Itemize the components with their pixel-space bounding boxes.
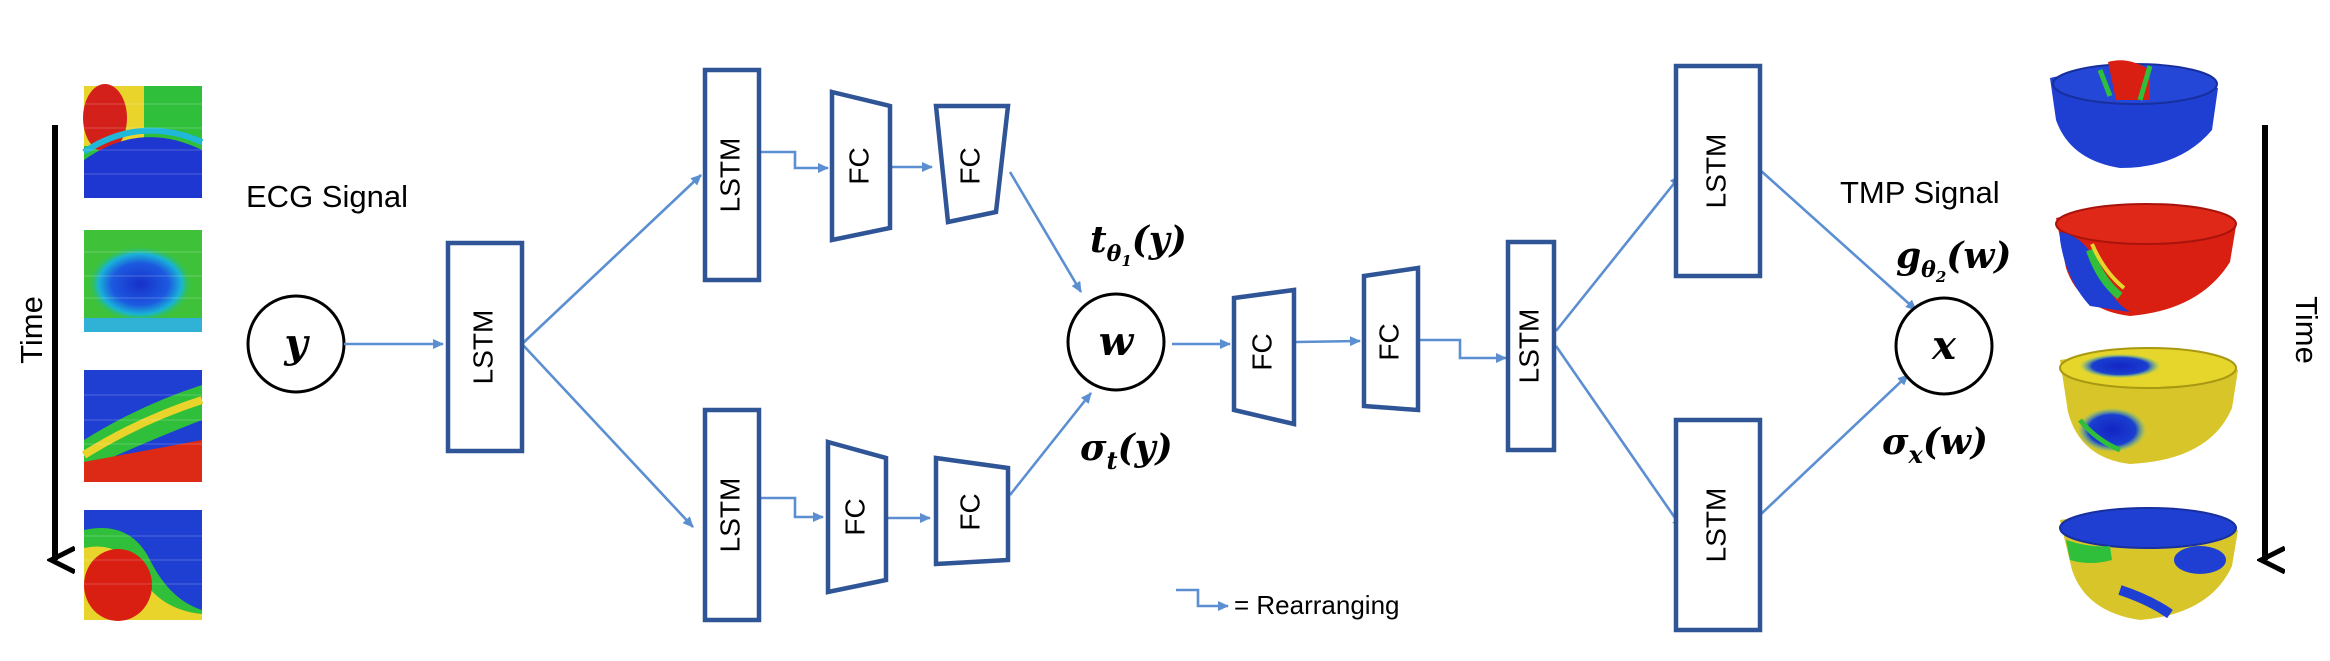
g-theta2-label: gθ2(w) — [1896, 235, 2011, 286]
heart-frame-4 — [2059, 507, 2238, 620]
node-w: w — [1066, 292, 1166, 392]
heart-frame-2 — [2055, 203, 2237, 316]
fc-mean-1-label: FC — [843, 147, 874, 184]
fc-var-2: FC — [933, 455, 1011, 567]
t-theta1-label: tθ1(y) — [1090, 219, 1187, 270]
lstm-var-branch-label: LSTM — [714, 478, 745, 553]
tmp-heart-frames — [2050, 60, 2238, 620]
ecg-frame-2 — [84, 230, 202, 332]
node-w-label: w — [1099, 318, 1135, 365]
fc-decoder-2-label: FC — [1373, 323, 1404, 360]
fc-var-1: FC — [825, 439, 889, 595]
rearranging-label: = Rearranging — [1234, 590, 1400, 620]
sigma-x-label: σx(w) — [1882, 421, 1988, 469]
lstm-decoder-var-label: LSTM — [1700, 488, 1731, 563]
rearranging-legend: = Rearranging — [1176, 588, 1400, 620]
ecg-frame-1 — [82, 84, 204, 198]
ecg-frame-3 — [81, 370, 204, 482]
time-label-left: Time — [14, 296, 49, 364]
connections — [344, 150, 1917, 529]
time-label-right: Time — [2289, 296, 2324, 364]
node-y: y — [246, 294, 346, 394]
rearranging-symbol — [1176, 588, 1229, 611]
ecg-heatmap-frames — [81, 84, 204, 621]
fc-mean-1: FC — [829, 89, 893, 243]
lstm-encoder-input: LSTM — [445, 240, 525, 454]
fc-var-1-label: FC — [839, 498, 870, 535]
lstm-decoder-input-label: LSTM — [1513, 309, 1544, 384]
time-axis-right: Time — [2265, 125, 2324, 560]
lstm-decoder-mean-label: LSTM — [1700, 134, 1731, 209]
fc-decoder-2: FC — [1361, 265, 1421, 413]
fc-decoder-1: FC — [1231, 287, 1297, 427]
time-axis-left: Time — [14, 125, 55, 560]
node-x-label: x — [1931, 322, 1957, 369]
fc-mean-2: FC — [933, 103, 1011, 225]
ecg-frame-4 — [84, 510, 202, 621]
heart-frame-3 — [2059, 347, 2238, 464]
lstm-decoder-var: LSTM — [1673, 417, 1763, 633]
lstm-decoder-input: LSTM — [1505, 239, 1557, 453]
node-y-label: y — [283, 320, 310, 367]
ecg-signal-label: ECG Signal — [246, 179, 408, 214]
sigma-t-label: σt(y) — [1080, 427, 1173, 475]
lstm-mean-branch-label: LSTM — [714, 138, 745, 213]
lstm-mean-branch: LSTM — [702, 67, 762, 283]
lstm-var-branch: LSTM — [702, 407, 762, 623]
lstm-encoder-input-label: LSTM — [467, 310, 498, 385]
node-x: x — [1894, 296, 1994, 396]
fc-decoder-1-label: FC — [1246, 333, 1277, 370]
heart-frame-1 — [2050, 60, 2218, 168]
tmp-signal-label: TMP Signal — [1840, 175, 2000, 210]
fc-mean-2-label: FC — [954, 147, 985, 184]
fc-var-2-label: FC — [954, 493, 985, 530]
lstm-decoder-mean: LSTM — [1673, 63, 1763, 279]
